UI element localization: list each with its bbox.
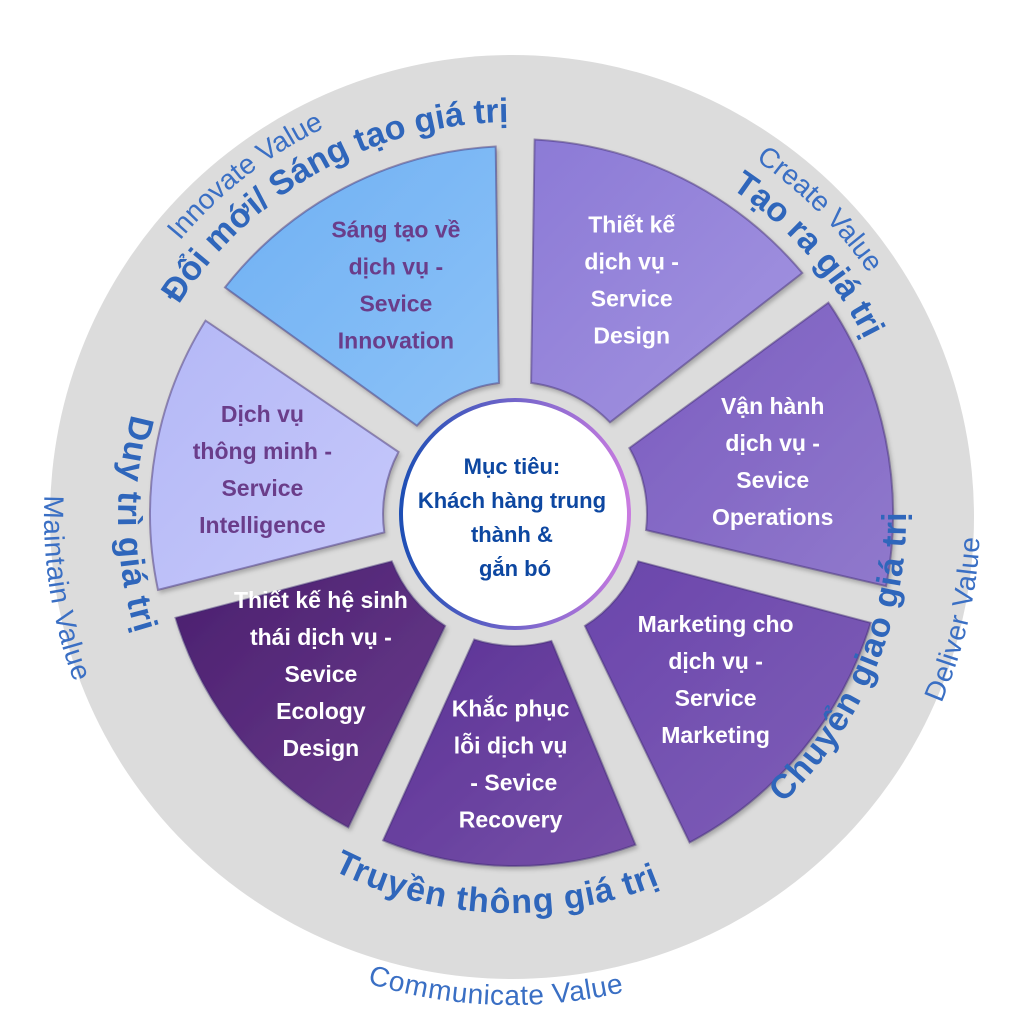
segment-label-line: Sevice — [359, 291, 432, 317]
segment-label-line: - Sevice — [464, 770, 557, 796]
segment-shape — [174, 560, 447, 829]
segment-shape — [583, 560, 872, 844]
segment-label-line: Design — [593, 323, 670, 349]
segment-label-line: Sevice — [284, 661, 357, 687]
segment-label-line: dịch vụ - — [725, 430, 820, 456]
segment-label-line: Innovation — [338, 328, 454, 354]
segment-label-line: Thiết kế — [588, 212, 675, 238]
center-text: Mục tiêu: Khách hàng trung thành & gắn b… — [418, 454, 612, 581]
segment-label-line: Thiết kế hệ sinh — [234, 587, 408, 613]
segment-label-line: Sevice — [736, 467, 809, 493]
segment-shape — [381, 638, 637, 868]
center-line-1: Mục tiêu: — [464, 454, 561, 479]
segment-label-line: Operations — [712, 504, 833, 530]
segment-label-line: Recovery — [459, 807, 563, 833]
segment-label-line: Khắc phục — [452, 695, 570, 722]
center-line-2: Khách hàng trung — [418, 488, 606, 513]
segment-label-line: Vận hành — [721, 393, 825, 419]
segment-label-line: Service — [591, 286, 673, 312]
segment-label-line: dịch vụ - — [668, 648, 763, 674]
segment-label-line: thông minh - — [193, 438, 332, 464]
segment-label-line: lỗi dịch vụ — [454, 732, 568, 759]
segment-label-line: dịch vụ - — [584, 249, 679, 275]
segment-label-line: Service — [675, 685, 757, 711]
segment-label-line: Intelligence — [199, 512, 326, 538]
center-line-3: thành & — [471, 522, 553, 547]
center-line-4: gắn bó — [479, 556, 551, 581]
segment-label-line: Design — [283, 735, 360, 761]
segment-label-line: Service — [221, 475, 303, 501]
segment-shape — [149, 319, 400, 592]
segment-label-line: Marketing — [661, 722, 770, 748]
segment-shape — [223, 145, 500, 428]
center-circle — [399, 398, 631, 630]
segment-label-line: thái dịch vụ - — [250, 624, 392, 650]
segment-label-line: Dịch vụ — [221, 401, 304, 427]
segment-shape — [530, 138, 804, 424]
segment-label-line: Marketing cho — [638, 611, 794, 637]
segment-label-line: dịch vụ - — [349, 254, 444, 280]
center-goal: Mục tiêu: Khách hàng trung thành & gắn b… — [399, 398, 631, 630]
segment-label-line: Sáng tạo về — [331, 217, 460, 243]
segment-label-line: Ecology — [276, 698, 366, 724]
segment-shape — [627, 301, 894, 588]
